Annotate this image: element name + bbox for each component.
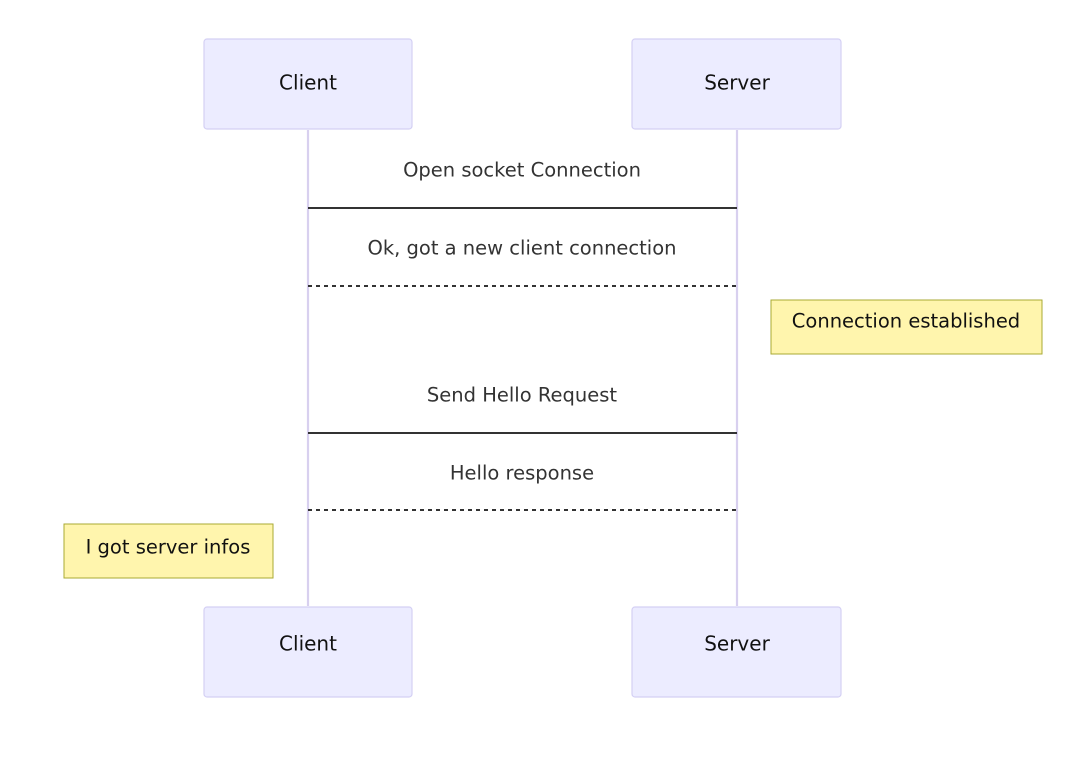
server-actor-top-label: Server [704, 71, 770, 95]
server-actor-bottom-box [631, 606, 842, 698]
server-actor-top-box [631, 38, 842, 130]
server-actor-bottom[interactable]: Server [631, 606, 842, 698]
note-connection-established-label: Connection established [792, 310, 1020, 333]
note-server-infos-label: I got server infos [86, 536, 251, 559]
note-connection-established-box [770, 299, 1043, 355]
server-actor-bottom-label: Server [704, 632, 770, 656]
server-actor-top[interactable]: Server [631, 38, 842, 130]
client-actor-top-label: Client [279, 71, 337, 95]
client-actor-bottom-label: Client [279, 632, 337, 656]
message-label-new-client: Ok, got a new client connection [367, 237, 676, 260]
note-server-infos: I got server infos [63, 523, 274, 579]
client-actor-top[interactable]: Client [203, 38, 413, 130]
client-actor-bottom-box [203, 606, 413, 698]
note-connection-established: Connection established [770, 299, 1043, 355]
message-label-hello-response: Hello response [450, 462, 594, 485]
message-label-hello-request: Send Hello Request [427, 384, 617, 407]
message-label-open-socket: Open socket Connection [403, 159, 641, 182]
client-actor-top-box [203, 38, 413, 130]
client-actor-bottom[interactable]: Client [203, 606, 413, 698]
note-server-infos-box [63, 523, 274, 579]
